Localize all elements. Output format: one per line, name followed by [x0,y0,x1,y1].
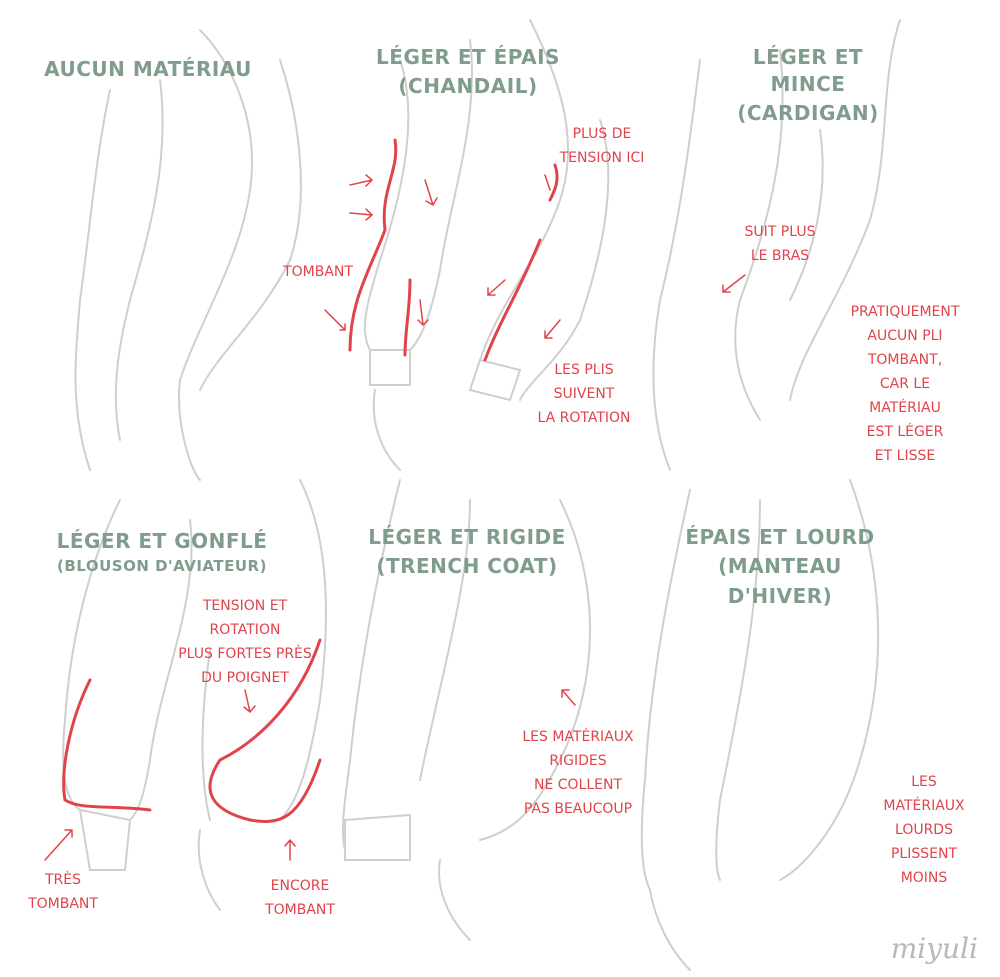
arrows [44,174,746,861]
artist-signature: miyuli [890,932,978,965]
arm-bomber [62,479,327,911]
arm-winter-coat [640,479,880,971]
fold-line [208,638,322,823]
note-tombant: TOMBANT [283,264,353,280]
arm-sweater [363,19,610,471]
fold-line [62,678,152,812]
note-rigid-materials: LES MATÉRIAUX RIGIDES NE COLLENT PAS BEA… [522,729,634,817]
panel-title-trench: LÉGER ET RIGIDE (TRENCH COAT) [368,524,566,581]
title-subtitle: (MANTEAU D'HIVER) [718,554,842,608]
panel-title-no-material: AUCUN MATÉRIAU [44,56,252,83]
panel-title-cardigan: LÉGER ET MINCE (CARDIGAN) [712,44,904,128]
fold-line [483,238,542,362]
fold-line [403,278,412,357]
note-very-droopy: TRÈS TOMBANT [28,872,98,912]
arm-trench [341,479,591,941]
note-wrist-tension: TENSION ET ROTATION PLUS FORTES PRÈS DU … [178,598,312,686]
note-heavy-materials: LES MATÉRIAUX LOURDS PLISSENT MOINS [883,774,965,886]
arm-cardigan [652,19,901,471]
arm-bare-1 [74,29,302,481]
note-still-droopy: ENCORE TOMBANT [265,878,335,918]
title-text: LÉGER ET ÉPAIS [376,45,560,69]
panel-title-sweater: LÉGER ET ÉPAIS (CHANDAIL) [376,44,560,101]
note-almost-no-folds: PRATIQUEMENT AUCUN PLI TOMBANT, CAR LE M… [850,304,960,464]
title-text: LÉGER ET GONFLÉ [56,529,268,553]
title-subtitle: (BLOUSON D'AVIATEUR) [57,557,267,575]
title-text: AUCUN MATÉRIAU [44,57,252,81]
panel-title-winter-coat: ÉPAIS ET LOURD (MANTEAU D'HIVER) [670,524,890,611]
title-text: ÉPAIS ET LOURD [685,525,875,549]
title-subtitle: (CARDIGAN) [737,101,879,125]
title-text: LÉGER ET MINCE [752,45,864,96]
fold-line [548,163,559,202]
fold-line [348,138,398,352]
note-tension: PLUS DE TENSION ICI [559,126,645,166]
note-rotation: LES PLIS SUIVENT LA ROTATION [537,362,631,426]
note-follows-arm: SUIT PLUS LE BRAS [744,224,816,264]
title-text: LÉGER ET RIGIDE [368,525,566,549]
title-subtitle: (CHANDAIL) [398,74,538,98]
panel-title-bomber: LÉGER ET GONFLÉ (BLOUSON D'AVIATEUR) [57,528,268,577]
fold-highlights [62,138,559,823]
title-subtitle: (TRENCH COAT) [376,554,558,578]
